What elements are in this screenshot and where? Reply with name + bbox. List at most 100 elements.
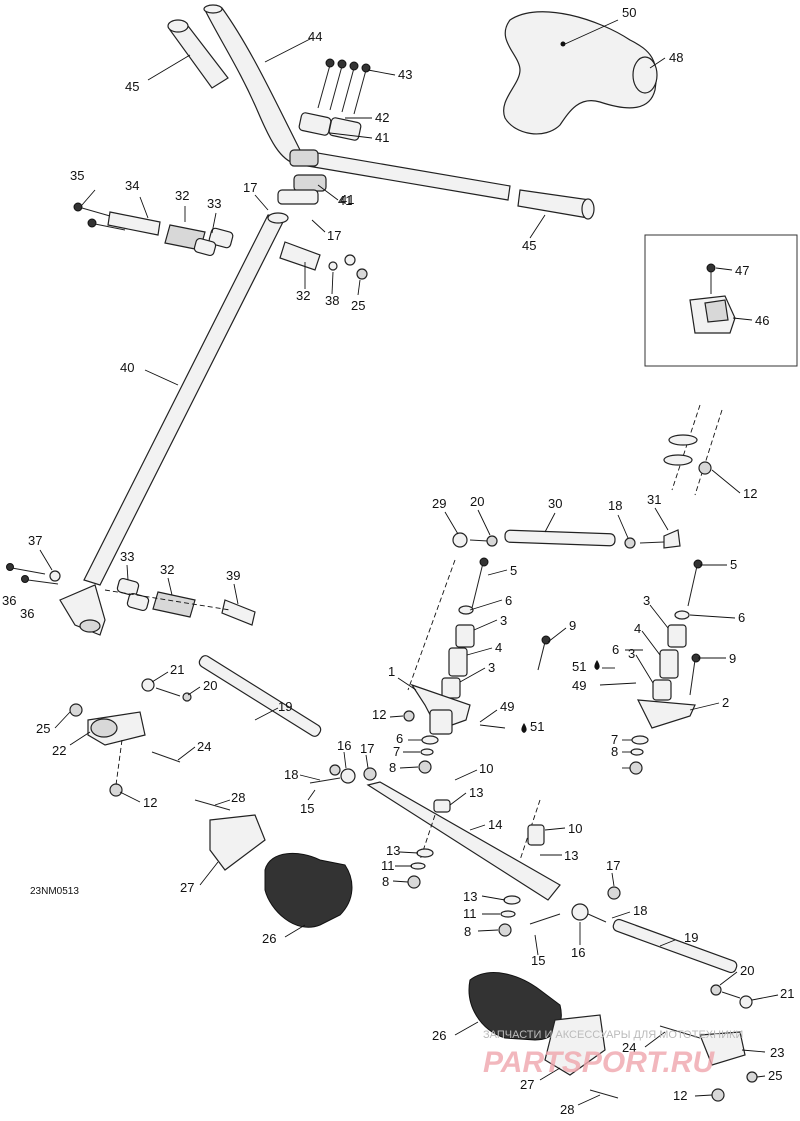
callout-label: 11: [381, 858, 395, 873]
callout-label: 3: [500, 613, 507, 628]
callout-label: 17: [360, 741, 374, 756]
callout-label: 21: [170, 662, 184, 677]
callout-label: 17: [243, 180, 257, 195]
callout-label: 20: [740, 963, 754, 978]
callout-label: 36: [2, 593, 16, 608]
clamp-bolts: [317, 58, 371, 115]
callout-label: 21: [780, 986, 794, 1001]
callout-label: 19: [278, 699, 292, 714]
callout-label: 2: [722, 695, 729, 710]
callout-label: 20: [470, 494, 484, 509]
callout-label: 27: [520, 1077, 534, 1092]
callout-label: 42: [375, 110, 389, 125]
callout-label: 45: [522, 238, 536, 253]
callout-label: 15: [531, 953, 545, 968]
handlebar-grip-right: [517, 189, 595, 220]
callout-label: 24: [197, 739, 211, 754]
oil-drop-icon: [594, 660, 600, 670]
callout-label: 17: [606, 858, 620, 873]
callout-label: 32: [296, 288, 310, 303]
callout-label: 43: [398, 67, 412, 82]
callout-label: 33: [120, 549, 134, 564]
tie-rod-left: [69, 655, 377, 797]
callout-label: 50: [622, 5, 636, 20]
tie-rod-right: [529, 886, 758, 1102]
detail-inset-frame: [644, 234, 798, 367]
steering-column: [59, 212, 289, 636]
handlebar: [203, 4, 511, 201]
callout-label: 18: [284, 767, 298, 782]
callout-label: 51: [530, 719, 544, 734]
callout-label: 22: [52, 743, 66, 758]
handlebar-pad: [503, 11, 658, 135]
callout-label: 3: [643, 593, 650, 608]
watermark-tagline: ЗАПЧАСТИ И АКСЕССУАРЫ ДЛЯ МОТОТЕХНИКИ: [483, 1029, 743, 1041]
callout-label: 23: [770, 1045, 784, 1060]
callout-label: 18: [633, 903, 647, 918]
callout-label: 10: [479, 761, 493, 776]
callout-label: 20: [203, 678, 217, 693]
callout-label: 26: [262, 931, 276, 946]
callout-label: 5: [510, 563, 517, 578]
drawing-code: 23NM0513: [30, 886, 79, 897]
callout-label: 3: [488, 660, 495, 675]
callout-label: 4: [495, 640, 502, 655]
callout-label: 8: [389, 760, 396, 775]
callout-label: 35: [70, 168, 84, 183]
callout-label: 4: [634, 621, 641, 636]
boot-right: [468, 972, 619, 1099]
callout-label: 14: [488, 817, 502, 832]
callout-label: 6: [612, 642, 619, 657]
upper-support: [73, 202, 368, 280]
callout-label: 31: [647, 492, 661, 507]
callout-label: 8: [611, 744, 618, 759]
callout-label: 15: [300, 801, 314, 816]
callout-label: 39: [226, 568, 240, 583]
callout-label: 49: [500, 699, 514, 714]
callout-label: 38: [325, 293, 339, 308]
callout-label: 47: [735, 263, 749, 278]
steering-arm-left: [403, 557, 551, 774]
callout-label: 18: [608, 498, 622, 513]
callout-label: 3: [628, 646, 635, 661]
callout-label: 8: [382, 874, 389, 889]
lubrication-markers: [521, 660, 600, 733]
callout-label: 13: [469, 785, 483, 800]
callout-label: 27: [180, 880, 194, 895]
callout-label: 32: [160, 562, 174, 577]
callout-label: 10: [568, 821, 582, 836]
callout-label: 32: [175, 188, 189, 203]
callout-label: 17: [327, 228, 341, 243]
callout-label: 41: [375, 130, 389, 145]
steering-arm-right: [629, 559, 703, 775]
callout-label: 12: [372, 707, 386, 722]
callout-label: 40: [120, 360, 134, 375]
callout-label: 51: [572, 659, 586, 674]
lower-support: [6, 563, 256, 626]
callout-label: 29: [432, 496, 446, 511]
handlebar-grip-left: [167, 19, 229, 89]
callout-label: 37: [28, 533, 42, 548]
oil-drop-icon: [521, 723, 527, 733]
callout-label: 7: [393, 744, 400, 759]
callout-labels: 44 45 43 42 41 50 48 41 35 34 32 33 17 4…: [2, 5, 794, 1117]
handlebar-clamps: [277, 112, 362, 205]
callout-label: 13: [463, 889, 477, 904]
callout-label: 44: [308, 29, 322, 44]
callout-label: 48: [669, 50, 683, 65]
callout-label: 25: [36, 721, 50, 736]
callout-label: 13: [564, 848, 578, 863]
watermark: ЗАПЧАСТИ И АКСЕССУАРЫ ДЛЯ МОТОТЕХНИКИ PA…: [483, 1029, 743, 1079]
watermark-logo: PARTSPORT.RU: [483, 1046, 715, 1079]
callout-label: 45: [125, 79, 139, 94]
column-stub-right: [663, 404, 723, 496]
callout-label: 34: [125, 178, 139, 193]
callout-label: 8: [464, 924, 471, 939]
callout-label: 12: [143, 795, 157, 810]
callout-label: 12: [673, 1088, 687, 1103]
callout-label: 6: [505, 593, 512, 608]
tie-rod-30: [452, 529, 681, 549]
callout-label: 11: [463, 906, 477, 921]
callout-label: 26: [432, 1028, 446, 1043]
callout-label: 41: [338, 193, 352, 208]
